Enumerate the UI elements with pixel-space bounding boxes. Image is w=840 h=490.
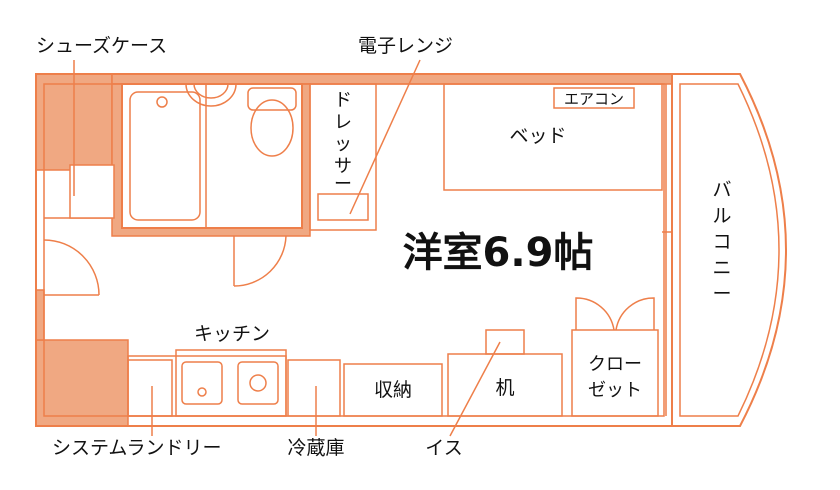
label-balcony-1: バ [712,179,731,201]
leader-microwave [349,59,421,215]
label-fridge: 冷蔵庫 [287,437,344,459]
bathtub-inner [129,91,201,221]
label-closet-2: ゼット [588,380,642,401]
balcony-inner [679,83,780,417]
toilet-bowl [250,99,294,157]
label-chair: イス [425,437,462,459]
stove-burner [249,374,267,392]
bath-door-swing [233,235,287,287]
label-laundry: システムランドリー [52,437,221,459]
chair [485,329,525,355]
entrance-door-swing [43,239,100,296]
wash-basin [185,83,237,107]
label-shoe-case: シューズケース [36,35,167,57]
leader-chair [449,341,501,437]
label-storage: 収納 [374,379,412,401]
label-microwave: 電子レンジ [358,35,453,57]
laundry-space [127,359,173,417]
label-dresser-1: ド [334,90,352,111]
top-wall [111,73,673,85]
sink [181,361,223,405]
closet-door-left [575,297,615,331]
microwave [317,193,369,221]
label-desk: 机 [495,377,514,399]
storage [343,363,443,417]
room-title: 洋室6.9帖 [403,230,594,276]
label-dresser-4: サ [334,156,352,177]
balcony-outline [672,73,787,427]
label-bed: ベッド [509,125,566,147]
stove [237,361,279,405]
closet [571,329,659,417]
label-aircon: エアコン [564,90,624,108]
label-dresser-2: レ [334,112,352,133]
label-dresser-5: ー [334,174,352,195]
bathtub-drain [156,96,168,108]
toilet-tank [247,87,297,111]
fridge [287,359,341,417]
outer-wall [35,73,673,427]
label-dresser-3: ッ [334,134,352,155]
label-balcony-4: ニ [712,257,731,279]
entrance-lower-wall [35,339,129,427]
label-balcony-2: ル [712,205,731,227]
label-closet-1: クロー [588,354,642,375]
label-balcony-5: ー [712,283,731,305]
air-conditioner [553,87,635,109]
entrance-pillar [35,289,45,341]
closet-door-right [615,297,655,331]
shoe-case [69,164,115,219]
label-kitchen: キッチン [194,323,270,345]
label-balcony-3: コ [712,231,731,253]
wash-basin-inner [193,83,229,99]
kitchen-unit [175,349,287,417]
bathtub-outer [121,83,207,229]
bed [443,83,663,191]
sink-drain [197,387,207,397]
